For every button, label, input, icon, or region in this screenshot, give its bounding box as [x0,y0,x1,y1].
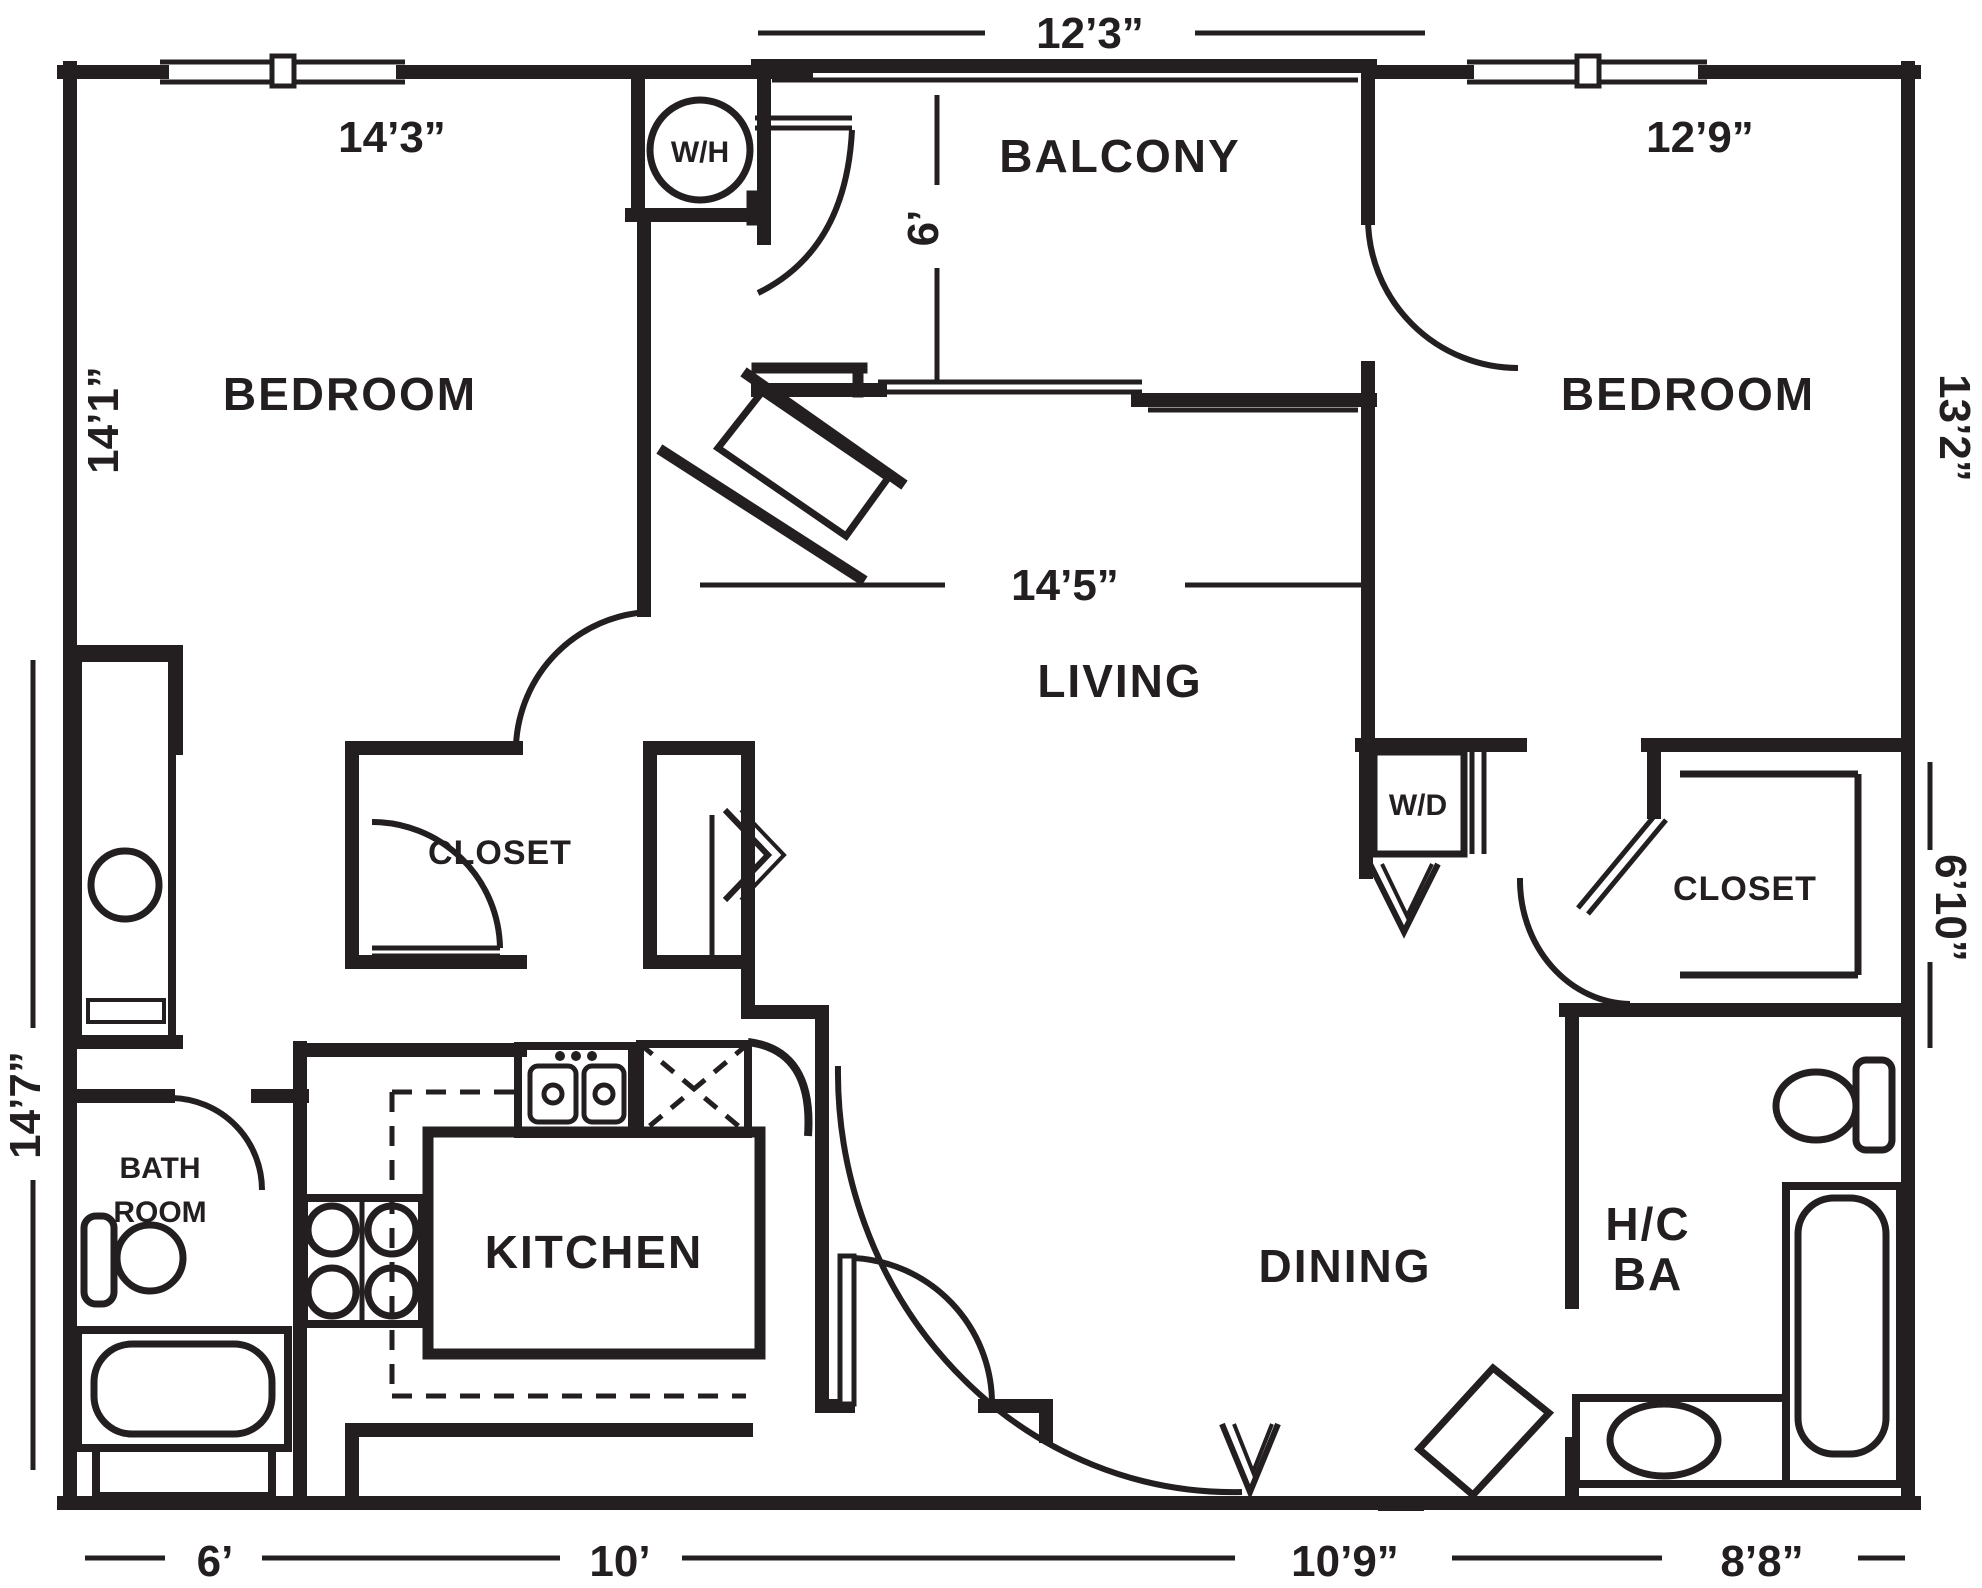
entry-bifold-v2 [1232,1423,1274,1478]
fireplace [637,208,908,617]
door-arc-balcony-bedroom [1365,217,1519,371]
sink-drain-1 [541,1082,565,1106]
entry-threshold [1378,1496,1424,1511]
label-closet-left: CLOSET [428,834,572,872]
door-diamond-hcba [1413,1363,1555,1500]
label-hcba-line2: BA [1613,1248,1683,1300]
toilet-bowl-hcba [1772,1068,1860,1144]
dim-balcony-depth: 6’ [899,210,948,247]
tub-left-inner [90,1340,276,1438]
faucet-dot [571,1051,581,1061]
dim-closet-right-depth: 6’10” [1926,854,1975,962]
dim-bath-width: 6’ [197,1537,234,1586]
label-closet-right: CLOSET [1673,870,1817,908]
door-arc-wh [756,129,855,296]
tub-hcba-inner [1794,1194,1890,1458]
vanity-shelf [86,998,166,1024]
door-arc-entry [834,1065,1243,1496]
burner [304,1264,360,1320]
dim-living-width: 14’5” [1011,561,1119,610]
label-living: LIVING [1037,655,1202,707]
faucet-dot [587,1051,597,1061]
label-dining: DINING [1259,1240,1432,1292]
wd-bifold-v2 [1380,863,1434,921]
water-heater-closet [625,65,855,296]
sink-basin-1 [527,1063,579,1125]
dim-bedroom-right-depth: 13’2” [1930,374,1979,482]
dim-hcba-width: 8’8” [1720,1537,1803,1586]
pantry-bifold-chevron2 [739,808,787,902]
wall-fireplace-diagonal-upper [740,367,908,490]
door-arc-closet-left [371,819,503,949]
window-mullion [1574,53,1602,89]
vanity-hcba [1572,1394,1790,1488]
label-balcony: BALCONY [999,130,1240,182]
bathroom-left [63,1041,309,1507]
dimension-lines [30,30,1933,1561]
door-arc-bedroom-left [513,609,649,746]
fireplace-box [712,387,893,541]
door-leaf-wh [755,115,852,131]
label-water-heater: W/H [671,136,729,169]
right-hall [1355,738,1915,1007]
kitchen-island [422,1126,766,1360]
hcba-area [1559,1003,1915,1507]
door-leaf-kitchen [837,1253,857,1407]
toilet-paper-holder [80,1212,118,1308]
dim-bedroom-right-width: 12’9” [1646,113,1754,162]
label-washer-dryer: W/D [1389,789,1447,822]
water-heater-icon [646,96,754,204]
burner [304,1202,360,1258]
windows [160,53,1707,89]
vanity-sink [87,847,163,923]
outer-walls [57,59,1921,1510]
sink-hcba [1606,1400,1722,1480]
toilet-tank-hcba [1852,1056,1896,1154]
label-hcba-line1: H/C [1605,1198,1690,1250]
counter-rounded-corner [747,1038,813,1137]
pantry-bifold-chevron [722,807,773,903]
dim-balcony-width: 12’3” [1036,9,1144,58]
washer-dryer-box [1370,748,1468,858]
dim-kitchen-width: 10’ [589,1537,650,1586]
label-bath-line1: BATH [119,1152,200,1185]
dining-area [834,1065,1555,1511]
wd-jamb [1469,748,1487,854]
label-bath-line2: ROOM [113,1196,206,1229]
faucet-dot [555,1051,565,1061]
tub-hcba-outer [1782,1182,1904,1488]
label-bedroom-right: BEDROOM [1561,368,1815,420]
closet-right-inner [1680,770,1862,979]
dim-bedroom-left-depth: 14’1” [79,366,128,474]
left-hall-and-closet [63,609,787,1049]
kitchen-area [293,1005,1053,1507]
label-bedroom-left: BEDROOM [223,368,477,420]
wall-fireplace-diagonal-lower [656,444,868,586]
door-leaf-closet-left [372,945,500,959]
sink-drain-2 [592,1082,616,1106]
dim-dining-width: 10’9” [1291,1537,1399,1586]
dim-left-side-height: 14’7” [1,1051,50,1159]
tub-left-deck [92,1444,276,1500]
entry-bifold-v [1219,1422,1281,1500]
refrigerator-x [638,1042,750,1136]
door-leaf-closet-right [1576,812,1668,916]
sink-basin-2 [581,1063,627,1125]
wd-bifold-v [1367,862,1441,939]
dim-bedroom-left-width: 14’3” [338,113,446,162]
door-arc-hall [1516,877,1631,1007]
label-kitchen: KITCHEN [485,1226,703,1278]
toilet-bowl-left [113,1221,187,1295]
door-arc-bathroom [171,1095,265,1191]
window-mullion [269,53,297,89]
